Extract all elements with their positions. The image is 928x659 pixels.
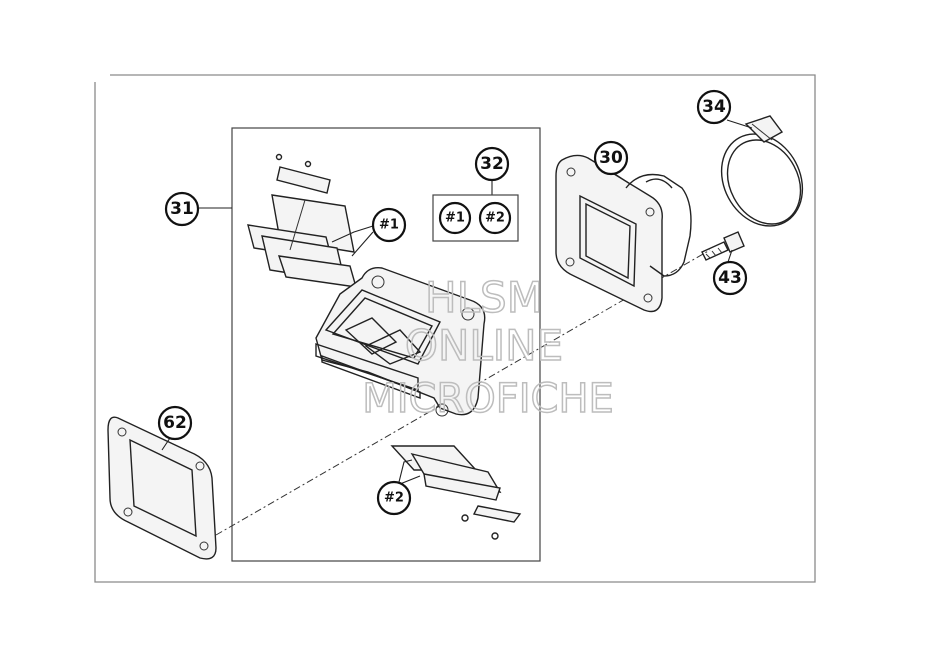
screw-pair-top [275,153,312,168]
reed-cage [315,267,486,417]
svg-text:#2: #2 [384,491,404,506]
svg-text:#1: #1 [379,218,399,233]
svg-text:MICROFICHE: MICROFICHE [362,376,614,422]
hose-clamp-34[interactable] [706,115,818,240]
svg-text:#2: #2 [485,211,505,226]
callout-43[interactable]: 43 [712,260,748,296]
outer-frame [94,74,816,583]
stopper-plate-top [276,166,331,194]
gasket-62[interactable] [107,416,217,560]
callout-kit-2-in-32[interactable]: #2 [478,201,512,235]
svg-text:HLSM: HLSM [425,273,543,322]
leader-1b [351,231,374,257]
callout-kit-2[interactable]: #2 [376,480,412,516]
assembly-31-frame [231,127,541,562]
callout-31[interactable]: 31 [164,191,200,227]
callout-32[interactable]: 32 [474,146,510,182]
reed-petals-1 [247,194,357,288]
leader-2 [396,459,413,491]
screw-pair-bottom [461,514,499,540]
svg-text:31: 31 [170,199,194,219]
bolt-43[interactable] [701,231,745,261]
callout-kit-1-in-32[interactable]: #1 [438,201,472,235]
svg-text:30: 30 [599,148,623,168]
leader-34 [726,119,753,129]
leader-1 [331,225,374,243]
kit-32-box [432,194,519,242]
svg-text:ONLINE: ONLINE [405,321,563,370]
callout-kit-1[interactable]: #1 [371,207,407,243]
svg-text:62: 62 [163,413,187,433]
leader-43 [727,249,733,263]
intake-manifold-30[interactable] [555,154,692,313]
callout-30[interactable]: 30 [593,140,629,176]
svg-text:34: 34 [702,97,726,117]
svg-text:#1: #1 [445,211,465,226]
leader-2b [399,475,421,485]
watermark: HLSM ONLINE MICROFICHE [361,272,614,423]
svg-text:32: 32 [480,154,504,174]
callout-62[interactable]: 62 [157,405,193,441]
reed-petals-2 [390,445,522,523]
svg-text:43: 43 [718,268,742,288]
callout-34[interactable]: 34 [696,89,732,125]
leader-62 [161,437,171,451]
